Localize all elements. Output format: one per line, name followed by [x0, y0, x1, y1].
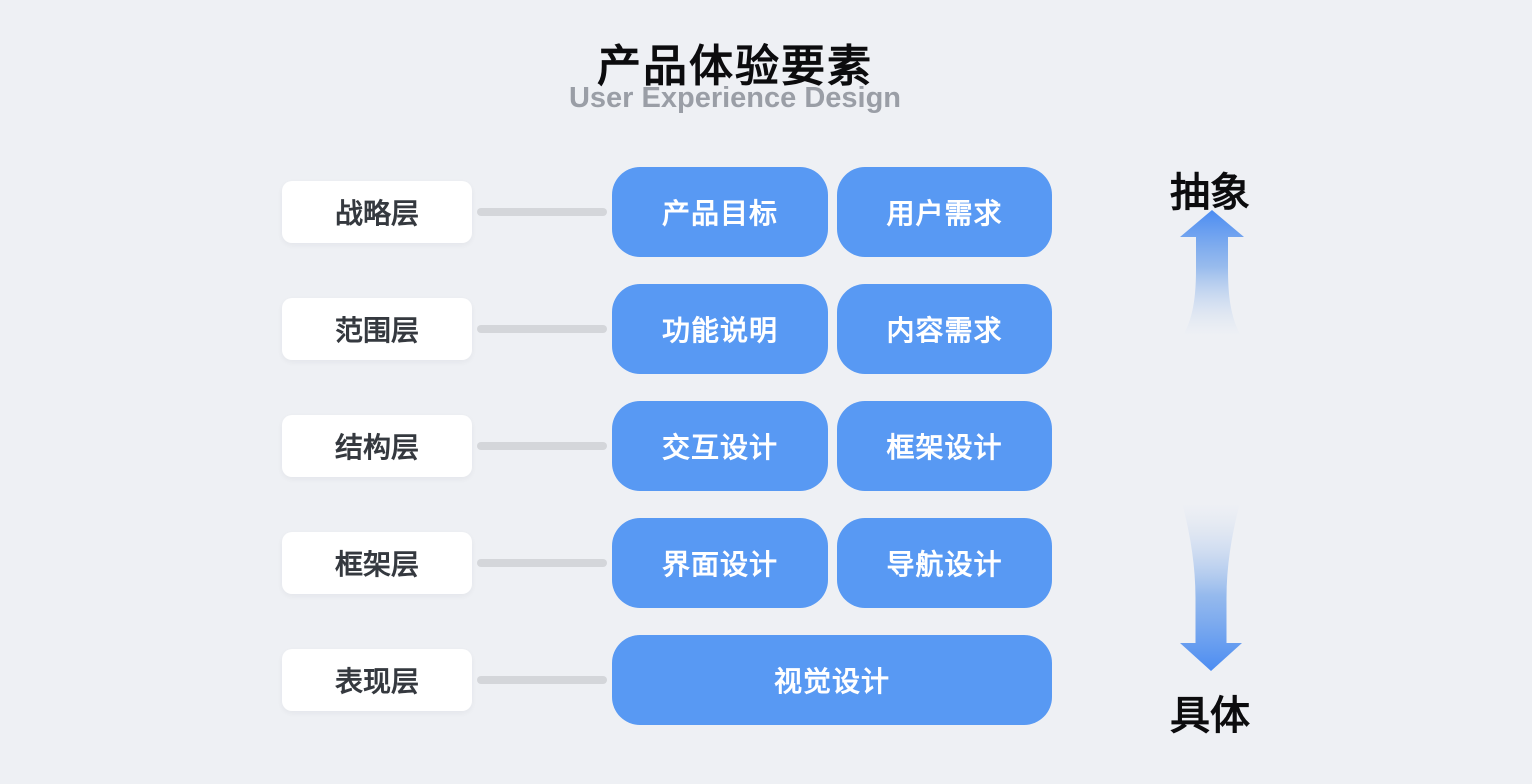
axis-label-concrete: 具体: [1170, 694, 1250, 738]
page-subtitle: User Experience Design: [568, 82, 902, 114]
item-product-goals: 产品目标: [612, 167, 828, 257]
connector-line: [477, 559, 607, 567]
layer-label-scope: 范围层: [282, 298, 472, 360]
item-functional-specs: 功能说明: [612, 284, 828, 374]
item-visual-design: 视觉设计: [612, 635, 1052, 725]
connector-line: [477, 325, 607, 333]
layer-label-skeleton: 框架层: [282, 532, 472, 594]
connector-line: [477, 442, 607, 450]
item-interface-design: 界面设计: [612, 518, 828, 608]
item-user-needs: 用户需求: [837, 167, 1052, 257]
layer-label-strategy: 战略层: [282, 181, 472, 243]
item-framework-design: 框架设计: [837, 401, 1052, 491]
item-navigation-design: 导航设计: [837, 518, 1052, 608]
connector-line: [477, 208, 607, 216]
item-interaction-design: 交互设计: [612, 401, 828, 491]
page-title: 产品体验要素: [597, 42, 873, 91]
up-arrow-icon: [1180, 210, 1244, 336]
down-arrow-icon: [1180, 503, 1242, 671]
layer-label-structure: 结构层: [282, 415, 472, 477]
connector-line: [477, 676, 607, 684]
layer-label-surface: 表现层: [282, 649, 472, 711]
item-content-requirements: 内容需求: [837, 284, 1052, 374]
axis-label-abstract: 抽象: [1170, 171, 1250, 215]
